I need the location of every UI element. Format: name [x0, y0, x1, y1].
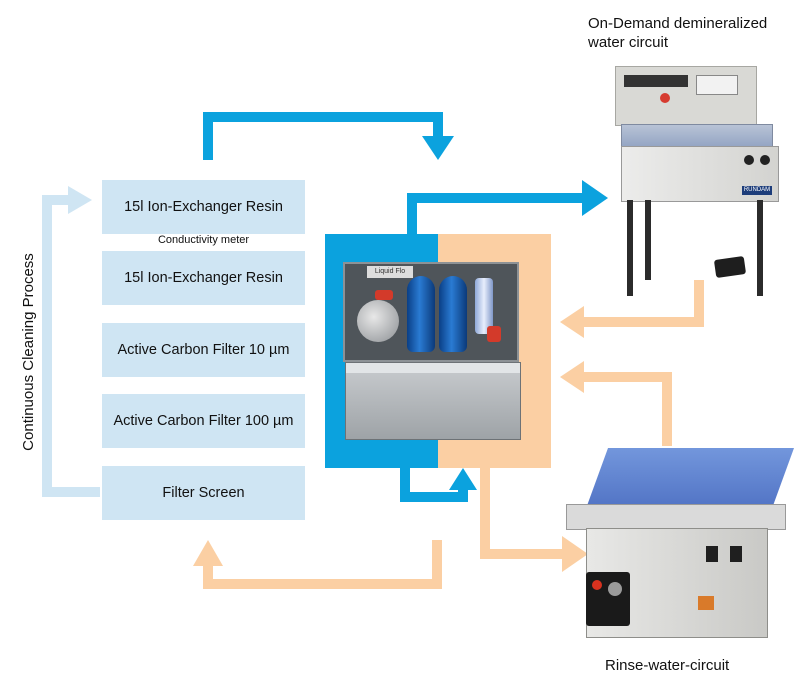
rinse-orange-fitting	[698, 596, 714, 610]
rinse-window	[730, 546, 742, 562]
rinse-window	[706, 546, 718, 562]
blue-top-arrow	[203, 112, 443, 160]
peach-from-demin-arrow	[582, 280, 704, 327]
stage-carbon-filter-100: Active Carbon Filter 100 µm	[102, 394, 305, 448]
stage-ion-exchanger-2: 15l Ion-Exchanger Resin	[102, 251, 305, 305]
peach-rinse-arrowhead	[560, 361, 584, 393]
rinse-water-machine	[566, 430, 795, 640]
demin-control-panel	[615, 66, 757, 126]
rinse-caption: Rinse-water-circuit	[605, 657, 730, 674]
conductivity-meter-label: Conductivity meter	[157, 234, 250, 246]
unit-tank	[345, 362, 521, 440]
peach-from-rinse-arrow	[582, 372, 672, 446]
demin-tray	[621, 124, 773, 148]
demin-brand-label: RUNDAM	[742, 186, 772, 195]
blue-top-arrowhead	[422, 136, 454, 160]
loop-flow-arrow	[42, 195, 100, 497]
stage-carbon-filter-10: Active Carbon Filter 10 µm	[102, 323, 305, 377]
demin-leg	[627, 200, 633, 296]
process-label: Continuous Cleaning Process	[20, 253, 37, 451]
loop-arrowhead	[68, 186, 92, 214]
demin-leg	[645, 200, 651, 280]
resin-cylinder-1	[407, 276, 435, 352]
rinse-top-slab	[566, 504, 786, 530]
demin-caption-line-1: On-Demand demineralized	[588, 15, 768, 32]
blue-bottom-arrow	[400, 468, 468, 502]
unit-brand-label: Liquid Flo	[367, 266, 413, 278]
rinse-control-panel	[586, 572, 630, 626]
filtration-unit-image: Liquid Flo	[325, 234, 551, 468]
demin-body: RUNDAM	[621, 146, 779, 202]
demin-caption: On-Demand demineralized water circuit	[588, 14, 767, 52]
peach-bottom-arrow	[203, 540, 442, 589]
blue-demin-arrowhead	[582, 180, 608, 216]
pump	[357, 300, 399, 342]
demin-caption-line-2: water circuit	[588, 34, 669, 51]
peach-bottom-arrowhead	[193, 540, 223, 566]
demineralized-water-machine: RUNDAM	[605, 66, 783, 296]
peach-to-rinse-arrowhead	[562, 536, 588, 572]
demin-leg	[757, 200, 763, 296]
central-filtration-unit: Liquid Flo	[325, 234, 551, 468]
red-fitting-2	[487, 326, 501, 342]
red-fitting-1	[375, 290, 393, 300]
blue-to-demin-arrow	[407, 193, 584, 234]
resin-cylinder-2	[439, 276, 467, 352]
clear-filter-housing	[475, 278, 493, 334]
peach-demin-arrowhead	[560, 306, 584, 338]
stage-ion-exchanger-1: 15l Ion-Exchanger Resin	[102, 180, 305, 234]
foot-pedal	[713, 255, 747, 278]
blue-bottom-arrowhead	[449, 468, 477, 490]
peach-to-rinse-arrow	[480, 468, 564, 559]
stage-filter-screen: Filter Screen	[102, 466, 305, 520]
